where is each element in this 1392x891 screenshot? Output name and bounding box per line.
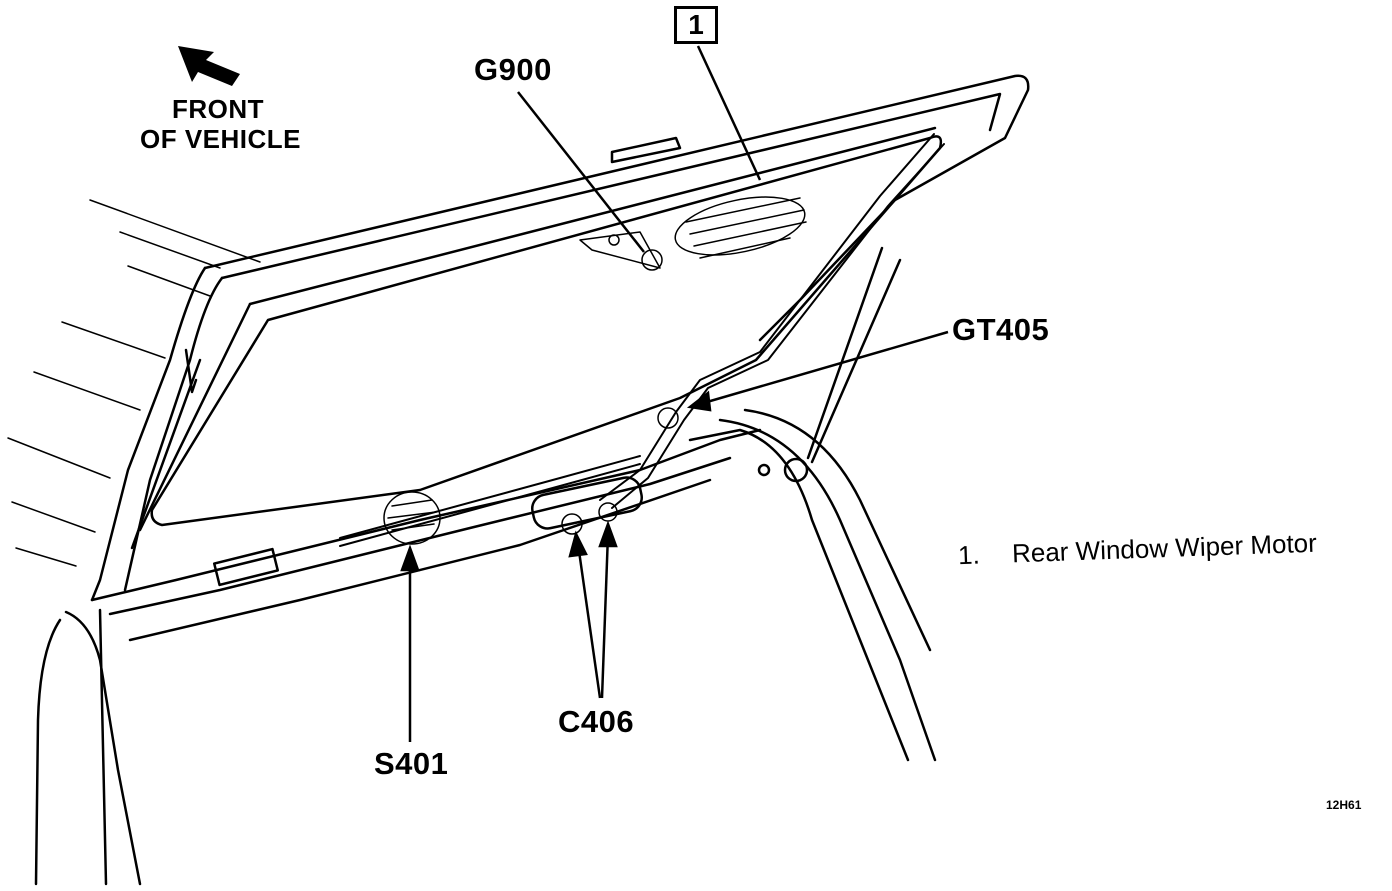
wiper-motor — [579, 196, 807, 271]
front-label-line2: OF VEHICLE — [140, 124, 302, 154]
leader-lines — [400, 45, 949, 742]
callout-gt405: GT405 — [952, 312, 1050, 347]
leader-c406-right — [600, 533, 610, 699]
front-label-line1: FRONT — [172, 94, 265, 124]
c406-left-arrowhead — [568, 530, 588, 558]
callout-box-1: 1 — [674, 6, 718, 44]
callout-s401: S401 — [374, 746, 449, 781]
leader-g900 — [517, 91, 645, 253]
arrow-up-left-icon — [178, 46, 240, 86]
leader-c406-left — [576, 543, 602, 699]
body-panel-lines — [7, 199, 261, 567]
legend-number: 1. — [957, 539, 981, 571]
c406-right-arrowhead — [598, 520, 618, 548]
callout-c406: C406 — [558, 704, 635, 739]
wiring-harness — [339, 133, 945, 547]
figure-id: 12H61 — [1326, 798, 1362, 812]
ground-gt405 — [657, 407, 679, 429]
leader-gt405 — [699, 330, 949, 406]
leader-motor — [696, 45, 762, 181]
callout-g900: G900 — [474, 52, 552, 87]
gt405-arrowhead — [686, 390, 712, 412]
s401-arrowhead — [400, 544, 420, 572]
splice-s401 — [383, 491, 441, 545]
